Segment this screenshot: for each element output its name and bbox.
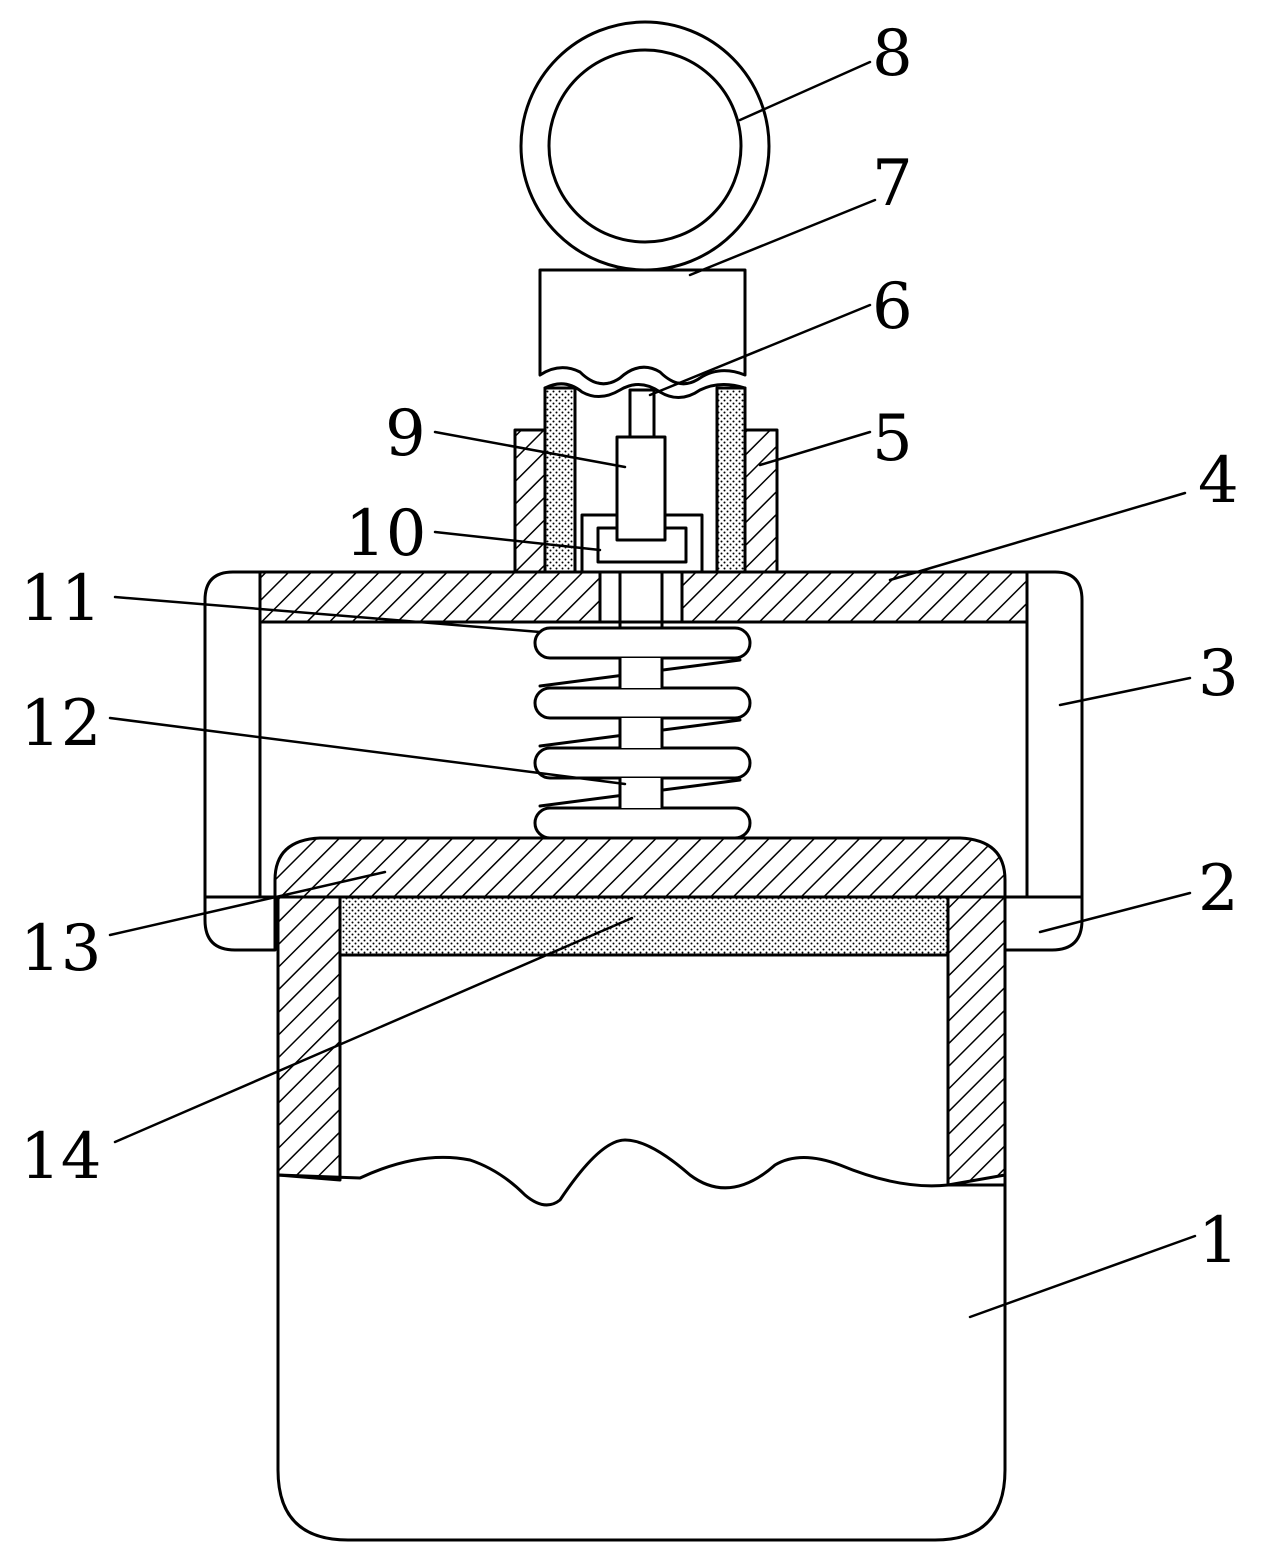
piston-cup-inner xyxy=(596,526,688,564)
container-wall-right xyxy=(946,895,1007,1187)
frame-right xyxy=(1025,570,1084,899)
label-9: 9 xyxy=(385,397,426,471)
label-14: 14 xyxy=(20,1120,101,1194)
leader-13 xyxy=(108,870,387,937)
leader-7 xyxy=(688,198,877,277)
label-4: 4 xyxy=(1198,444,1239,518)
leader-3 xyxy=(1058,676,1192,707)
container-wall-left xyxy=(276,895,342,1182)
leader-lines xyxy=(108,60,1197,1319)
handle-block xyxy=(538,268,747,386)
label-11: 11 xyxy=(20,562,101,636)
leader-1 xyxy=(968,1234,1197,1319)
leader-5 xyxy=(758,430,872,467)
piston-rod xyxy=(615,435,667,542)
lid-plate xyxy=(273,836,1007,899)
label-12: 12 xyxy=(20,687,101,761)
leader-2 xyxy=(1038,891,1192,934)
leader-4 xyxy=(888,491,1187,582)
leader-12 xyxy=(108,716,627,786)
leader-10 xyxy=(433,530,602,552)
flange-left xyxy=(203,895,277,952)
label-6: 6 xyxy=(872,270,913,344)
leader-11 xyxy=(113,595,542,634)
sleeve-right xyxy=(743,428,779,574)
leader-6 xyxy=(648,303,872,397)
label-2: 2 xyxy=(1198,852,1239,926)
label-7: 7 xyxy=(872,147,913,221)
label-1: 1 xyxy=(1198,1204,1239,1278)
rod-stem xyxy=(628,388,656,439)
top-plate-bore xyxy=(598,570,684,624)
filter-layer xyxy=(338,895,950,957)
reference-labels: 1 2 3 4 5 6 7 8 9 10 11 12 13 14 xyxy=(20,17,1239,1278)
container-lower-body xyxy=(276,1138,1007,1542)
leader-9 xyxy=(433,430,627,469)
ring-outer xyxy=(519,20,771,272)
handle-block-break-lower xyxy=(543,382,747,399)
ring-inner xyxy=(547,48,743,244)
frame-left xyxy=(203,570,262,899)
cylinder-wall-right xyxy=(715,386,747,574)
label-13: 13 xyxy=(20,912,101,986)
label-3: 3 xyxy=(1198,637,1239,711)
leader-8 xyxy=(738,60,872,122)
label-5: 5 xyxy=(872,402,913,476)
spring xyxy=(533,626,752,840)
label-8: 8 xyxy=(872,17,913,91)
leader-14 xyxy=(113,916,634,1144)
sleeve-left xyxy=(513,428,547,574)
label-10: 10 xyxy=(345,497,426,571)
